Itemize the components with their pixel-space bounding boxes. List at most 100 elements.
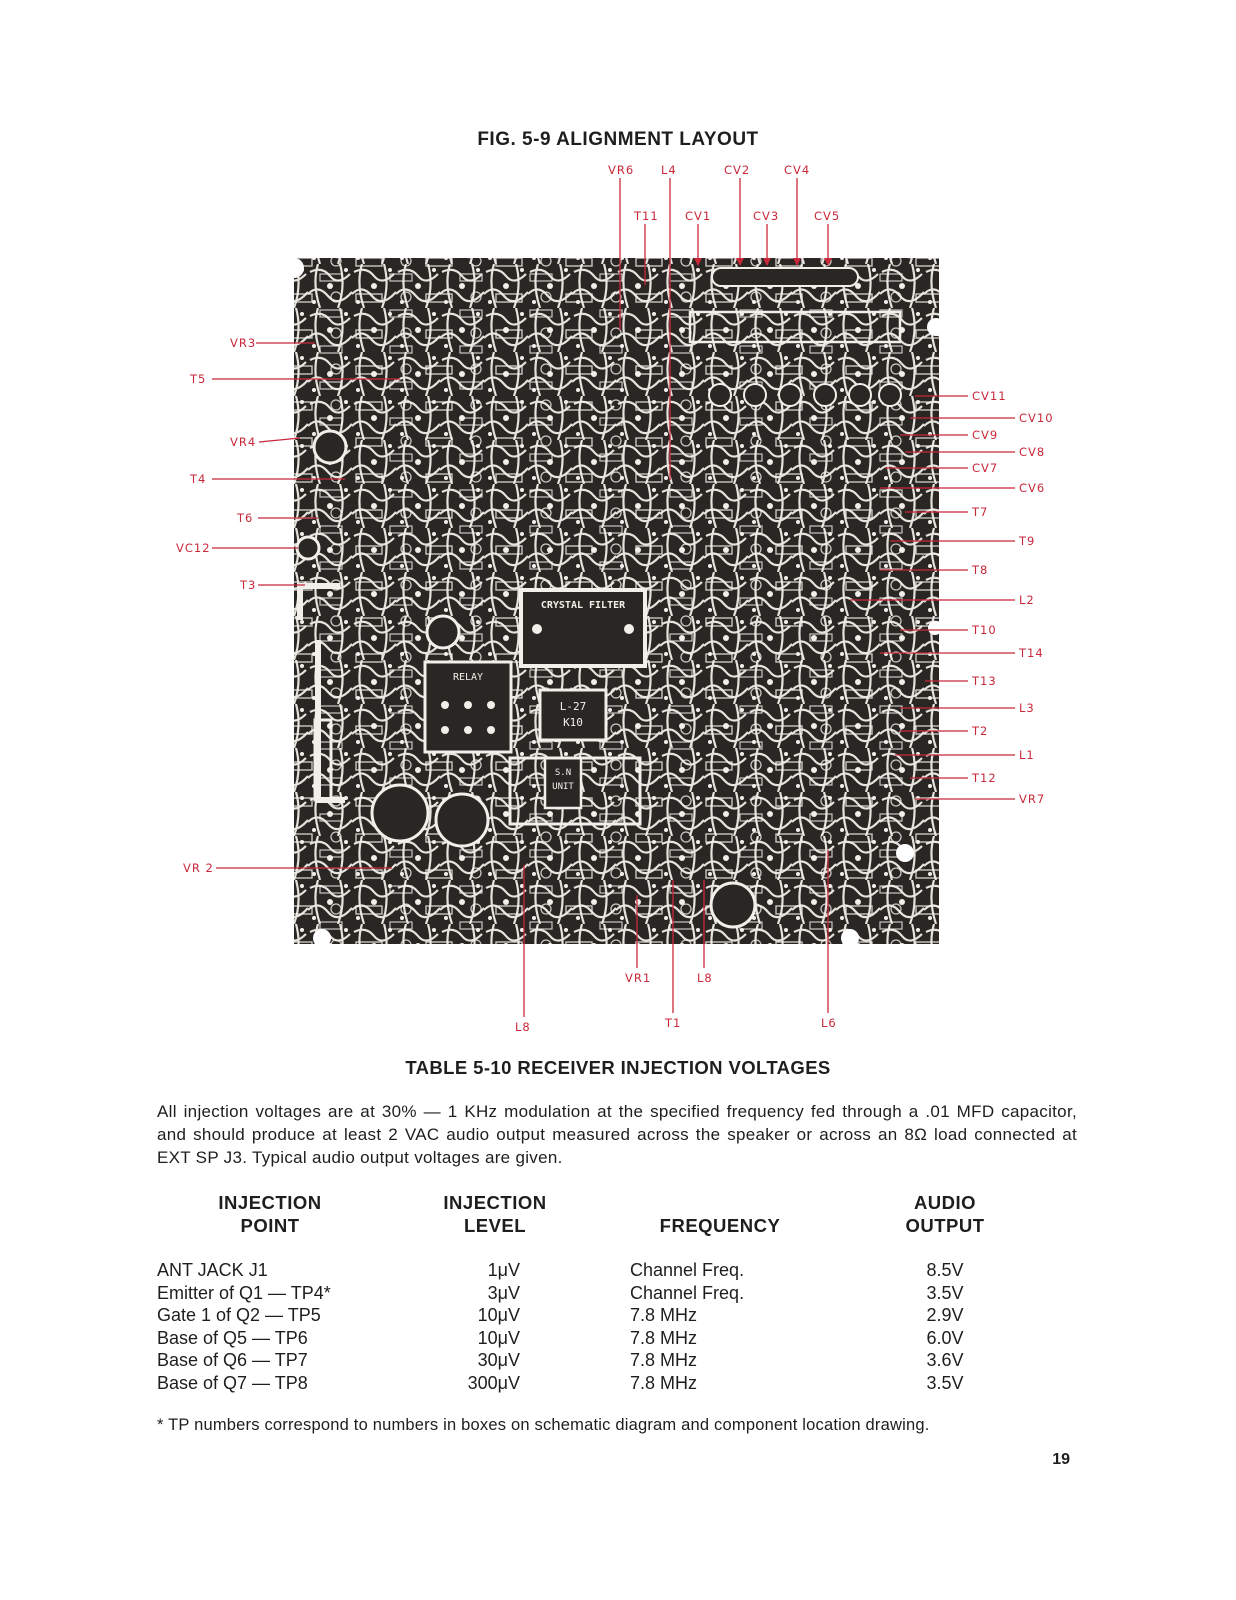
relay-label: RELAY: [453, 672, 483, 683]
callout-l8-lower: L8: [515, 1020, 531, 1034]
callout-l3: L3: [1019, 701, 1035, 715]
callout-t6: T6: [236, 511, 253, 525]
cell-frequency: 7.8 MHz: [630, 1350, 698, 1370]
crystal-filter: CRYSTAL FILTER: [519, 588, 647, 668]
callout-l2: L2: [1019, 593, 1035, 607]
callout-cv8: CV8: [1019, 445, 1045, 459]
sn-unit-label-1: S.N: [555, 768, 571, 778]
callout-t11: T11: [633, 209, 659, 223]
callout-cv2: CV2: [724, 163, 750, 177]
callout-cv10: CV10: [1019, 411, 1054, 425]
header-output-line2: OUTPUT: [905, 1215, 985, 1236]
alignment-layout-diagram: CRYSTAL FILTER L-27 K10 RELAY S.N UNIT: [176, 163, 1054, 1034]
footnote: * TP numbers correspond to numbers in bo…: [157, 1416, 930, 1434]
callout-vr4: VR4: [230, 435, 256, 449]
callout-l4: L4: [661, 163, 677, 177]
callout-t12: T12: [971, 771, 997, 785]
cell-level: 1μV: [487, 1260, 520, 1280]
cell-level: 3μV: [487, 1282, 520, 1303]
callout-cv9: CV9: [972, 428, 998, 442]
cell-level: 300μV: [467, 1372, 520, 1393]
callout-t4: T4: [189, 472, 206, 486]
callout-cv6: CV6: [1019, 481, 1045, 495]
callout-vr2: VR 2: [183, 861, 214, 875]
callout-t9: T9: [1018, 534, 1035, 548]
injection-intro-paragraph: All injection voltages are at 30% — 1 KH…: [157, 1102, 1077, 1167]
crystal-filter-label: CRYSTAL FILTER: [541, 600, 626, 611]
callout-vr3: VR3: [230, 336, 256, 350]
callout-labels: VR6 L4 CV2 CV4 T11 CV1 CV3 CV5 VR3 T5 VR…: [176, 163, 1054, 1034]
callout-t2: T2: [971, 724, 988, 738]
trimmer-capacitor-row: [688, 267, 902, 407]
callout-cv3: CV3: [753, 209, 779, 223]
cell-point: Emitter of Q1 — TP4*: [157, 1282, 331, 1303]
cell-point: Gate 1 of Q2 — TP5: [157, 1305, 321, 1325]
electrolytic-capacitors: [295, 429, 757, 929]
header-point-line2: POINT: [240, 1215, 300, 1236]
header-audio-output: AUDIO OUTPUT: [885, 1191, 1005, 1237]
table-row: Emitter of Q1 — TP4* 3μV Channel Freq. 3…: [0, 1282, 1236, 1305]
callout-cv7: CV7: [972, 461, 998, 475]
callout-vr1: VR1: [625, 971, 651, 985]
page-number: 19: [1052, 1451, 1070, 1468]
cell-point: Base of Q6 — TP7: [157, 1350, 308, 1370]
callout-vc12: VC12: [176, 541, 211, 555]
header-point-line1: INJECTION: [218, 1192, 322, 1213]
callout-t14: T14: [1018, 646, 1044, 660]
cell-output: 3.6V: [926, 1350, 964, 1370]
callout-vr6: VR6: [608, 163, 634, 177]
crystal-label-1: L-27: [560, 700, 587, 713]
callout-t5: T5: [189, 372, 206, 386]
header-injection-level: INJECTION LEVEL: [425, 1191, 565, 1237]
callout-t1: T1: [664, 1016, 681, 1030]
relay-component: RELAY: [423, 660, 513, 754]
crystal-component: L-27 K10: [538, 688, 608, 742]
crystal-label-2: K10: [563, 716, 583, 729]
header-level-line2: LEVEL: [463, 1215, 527, 1236]
cell-output: 8.5V: [926, 1260, 964, 1280]
callout-t3: T3: [239, 578, 256, 592]
callout-cv11: CV11: [972, 389, 1007, 403]
callout-vr7: VR7: [1019, 792, 1045, 806]
cell-point: Base of Q7 — TP8: [157, 1372, 308, 1393]
cell-frequency: 7.8 MHz: [630, 1327, 698, 1348]
figure-title: FIG. 5-9 ALIGNMENT LAYOUT: [477, 129, 759, 150]
table-row: Base of Q5 — TP6 10μV 7.8 MHz 6.0V: [0, 1327, 1236, 1350]
table-row: Gate 1 of Q2 — TP5 10μV 7.8 MHz 2.9V: [0, 1304, 1236, 1327]
cell-point: Base of Q5 — TP6: [157, 1327, 308, 1348]
cell-frequency: 7.8 MHz: [630, 1372, 698, 1393]
table-title: TABLE 5-10 RECEIVER INJECTION VOLTAGES: [405, 1057, 831, 1078]
table-row: Base of Q7 — TP8 300μV 7.8 MHz 3.5V: [0, 1372, 1236, 1395]
sn-unit-module: S.N UNIT: [508, 756, 642, 826]
callout-l8-upper: L8: [697, 971, 713, 985]
callout-l1: L1: [1019, 748, 1035, 762]
callout-cv4: CV4: [784, 163, 810, 177]
ground-strip: [297, 583, 345, 803]
cell-output: 3.5V: [926, 1282, 964, 1303]
header-output-line1: AUDIO: [913, 1192, 977, 1213]
cell-output: 6.0V: [926, 1327, 964, 1348]
header-frequency: FREQUENCY: [659, 1215, 781, 1236]
table-row: Base of Q6 — TP7 30μV 7.8 MHz 3.6V: [0, 1349, 1236, 1372]
cell-level: 10μV: [477, 1305, 520, 1325]
cell-point: ANT JACK J1: [157, 1260, 268, 1280]
callout-cv5: CV5: [814, 209, 840, 223]
sn-unit-label-2: UNIT: [552, 782, 574, 792]
cell-frequency: Channel Freq.: [630, 1282, 745, 1303]
callout-t10: T10: [971, 623, 997, 637]
callout-t13: T13: [971, 674, 997, 688]
callout-t8: T8: [971, 563, 988, 577]
cell-frequency: 7.8 MHz: [630, 1305, 698, 1325]
callout-t7: T7: [971, 505, 988, 519]
cell-level: 30μV: [477, 1350, 520, 1370]
callout-l6: L6: [821, 1016, 837, 1030]
callout-leaders: [212, 178, 1015, 1017]
header-injection-point: INJECTION POINT: [200, 1191, 340, 1237]
cell-output: 2.9V: [926, 1305, 964, 1325]
cell-frequency: Channel Freq.: [630, 1260, 745, 1280]
callout-arrowheads: [694, 258, 832, 266]
table-row: ANT JACK J1 1μV Channel Freq. 8.5V: [0, 1259, 1236, 1282]
header-level-line1: INJECTION: [443, 1192, 547, 1213]
cell-output: 3.5V: [926, 1372, 964, 1393]
injection-table-body: ANT JACK J1 1μV Channel Freq. 8.5V Emitt…: [0, 1259, 1236, 1394]
